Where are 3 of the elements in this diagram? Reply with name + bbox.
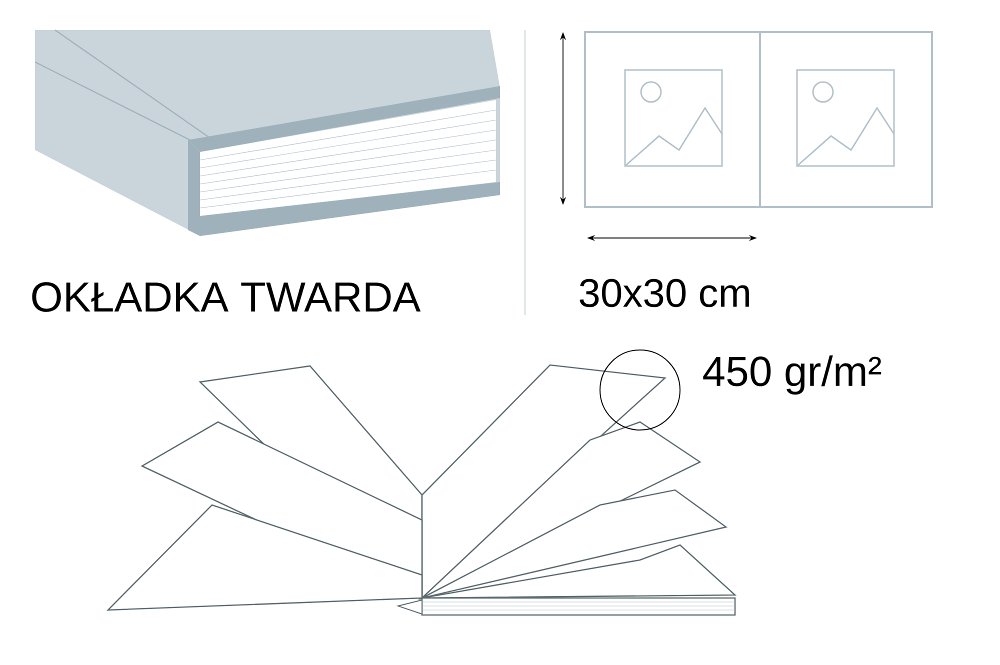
- caption-text: OKŁADKA TWARDA: [32, 282, 421, 312]
- paper-weight-label: 450 gr/m²: [703, 355, 882, 395]
- dimension-label: 30x30 cm: [580, 278, 749, 308]
